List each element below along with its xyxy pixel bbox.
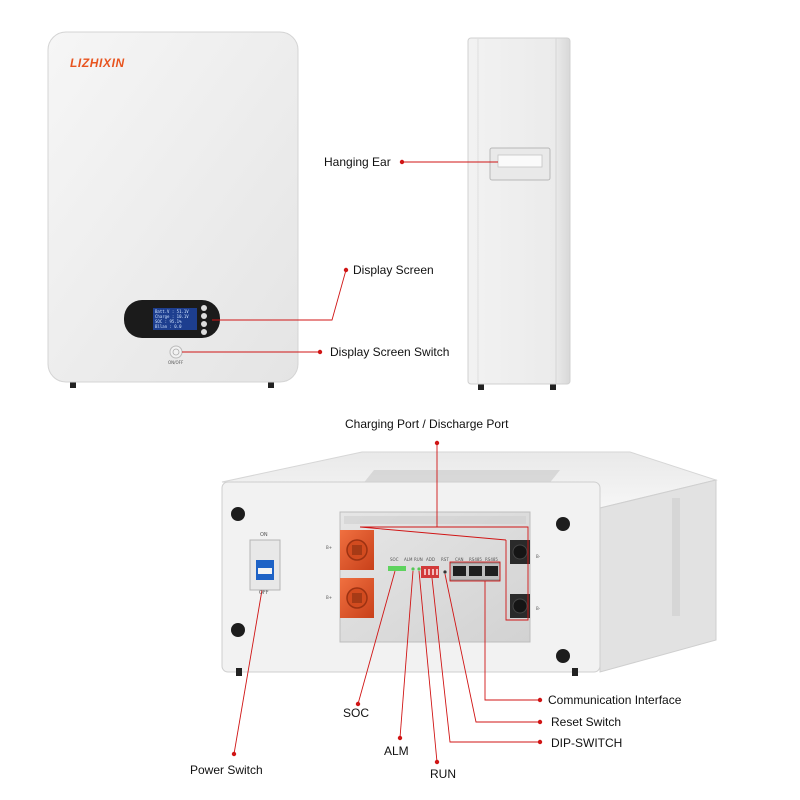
- panel-label-run: RUN: [414, 557, 423, 562]
- callout-display-screen: Display Screen: [353, 263, 434, 277]
- side-battery: [467, 37, 571, 390]
- soc-led: [388, 566, 406, 571]
- power-switch: [249, 539, 281, 591]
- callout-lines: [182, 161, 540, 763]
- panel-label-rs485-b: RS485: [485, 557, 498, 562]
- screen-line-4: Bllan : 0.0: [155, 324, 182, 329]
- panel-label-alm: ALM: [404, 557, 413, 562]
- screen-line-3: SOC : 95.1%: [155, 319, 182, 324]
- power-button: [169, 345, 183, 359]
- power-button-label: ON/OFF: [168, 360, 184, 365]
- breaker-off-label: OFF: [259, 590, 269, 596]
- alm-led: [411, 567, 415, 571]
- breaker-on-label: ON: [260, 532, 268, 538]
- screen-line-2: Charge : 10.1V: [155, 314, 189, 319]
- panel-label-soc: SOC: [390, 557, 399, 562]
- display-screen: [153, 308, 197, 330]
- callout-run: RUN: [430, 767, 456, 781]
- callout-hanging-ear: Hanging Ear: [324, 155, 391, 169]
- bottom-unit: [221, 451, 718, 676]
- panel-label-add: ADD: [426, 557, 435, 562]
- panel-label-rst: RST: [441, 557, 449, 562]
- screen-line-1: Batt.V : 51.1V: [155, 309, 189, 314]
- callout-alm: ALM: [384, 744, 409, 758]
- left-neg-label: B+: [326, 595, 333, 600]
- run-led: [417, 567, 421, 571]
- panel-label-rs485-a: RS485: [469, 557, 482, 562]
- reset-switch: [443, 570, 447, 574]
- callout-reset-switch: Reset Switch: [551, 715, 622, 729]
- right-neg-label: B-: [536, 606, 541, 611]
- callout-soc: SOC: [343, 706, 370, 720]
- left-pos-label: B+: [326, 545, 333, 550]
- callout-power-switch: Power Switch: [190, 763, 263, 777]
- callout-communication-interface: Communication Interface: [548, 693, 682, 707]
- callout-display-screen-switch: Display Screen Switch: [330, 345, 450, 359]
- callout-charging-port: Charging Port / Discharge Port: [345, 417, 509, 431]
- front-battery: [47, 31, 299, 388]
- panel-label-can: CAN: [455, 557, 464, 562]
- callout-dip-switch: DIP-SWITCH: [551, 736, 623, 750]
- right-pos-label: B-: [536, 554, 541, 559]
- brand-logo: LIZHIXIN: [70, 56, 125, 70]
- callout-dots: [231, 159, 543, 765]
